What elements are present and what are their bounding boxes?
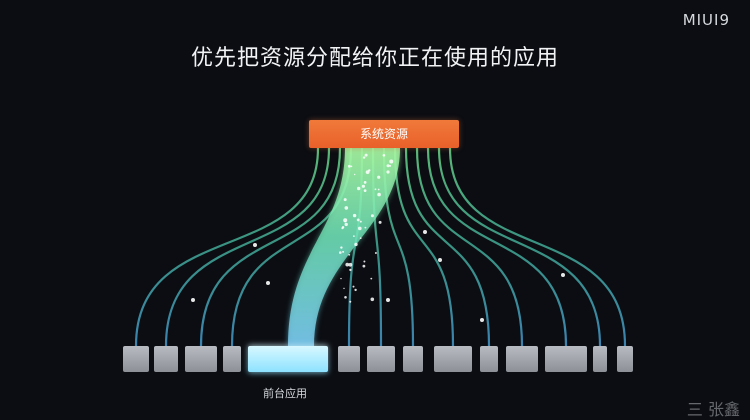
foreground-app-box	[248, 346, 328, 372]
particle	[561, 273, 565, 277]
particle	[343, 198, 347, 202]
particle	[354, 242, 358, 247]
watermark: 三 张鑫	[686, 400, 740, 419]
background-app-box	[223, 346, 241, 372]
background-app-box	[185, 346, 217, 372]
background-app-box	[123, 346, 149, 372]
particle	[352, 213, 357, 218]
particle	[343, 287, 345, 290]
background-app-box	[617, 346, 633, 372]
app-row	[123, 345, 633, 373]
resource-line	[164, 147, 331, 347]
particle	[340, 277, 342, 280]
particle	[354, 288, 357, 292]
particle	[352, 285, 355, 288]
particle	[358, 226, 362, 231]
particle	[353, 235, 355, 238]
background-app-box	[403, 346, 423, 372]
particle	[339, 251, 342, 254]
particle	[348, 253, 351, 256]
particle	[344, 222, 348, 227]
particle	[344, 296, 347, 299]
particle	[253, 243, 257, 247]
particle	[377, 188, 380, 191]
foreground-stream	[288, 148, 400, 346]
particle	[266, 281, 270, 285]
particle	[361, 184, 365, 188]
background-app-box	[545, 346, 587, 372]
particle	[363, 260, 366, 263]
particle	[345, 262, 350, 267]
particle	[370, 277, 373, 280]
particle	[348, 262, 353, 267]
particle	[363, 189, 367, 193]
particle	[359, 237, 362, 240]
particle	[344, 206, 349, 210]
particle	[357, 186, 361, 191]
background-app-box	[367, 346, 395, 372]
particle	[386, 170, 390, 174]
resource-line	[404, 147, 491, 347]
stream-band	[288, 148, 400, 346]
particle	[340, 246, 343, 249]
particle	[438, 258, 442, 262]
particle	[423, 230, 427, 234]
particle	[349, 268, 352, 272]
resource-line	[448, 147, 627, 347]
particle	[362, 156, 366, 159]
background-app-box	[434, 346, 472, 372]
resource-line	[199, 147, 342, 347]
background-app-box	[593, 346, 607, 372]
particle	[359, 220, 362, 223]
particle	[378, 220, 382, 224]
resource-line	[426, 147, 568, 347]
resource-lines	[134, 147, 627, 347]
particle	[480, 318, 484, 322]
particle	[364, 153, 368, 157]
particle	[389, 164, 392, 167]
background-app-box	[338, 346, 360, 372]
resource-line	[134, 147, 320, 347]
particle	[386, 164, 390, 168]
resource-line	[393, 147, 455, 347]
background-app-box	[506, 346, 538, 372]
background-app-box	[480, 346, 498, 372]
particle	[377, 192, 381, 197]
resource-line	[437, 147, 602, 347]
particle	[341, 226, 345, 229]
particle	[370, 297, 375, 302]
particles	[191, 153, 565, 322]
particle	[377, 175, 381, 179]
slide-title: 优先把资源分配给你正在使用的应用	[190, 46, 559, 71]
foreground-app-label: 前台应用	[263, 387, 307, 400]
particle	[342, 250, 345, 253]
particle	[362, 264, 366, 268]
miui-logo: MIUI9	[682, 11, 730, 29]
particle	[349, 300, 352, 303]
particle	[389, 159, 394, 164]
particle	[356, 218, 360, 222]
particle	[347, 164, 351, 168]
particle	[386, 298, 390, 302]
particle	[354, 173, 356, 176]
particle	[364, 226, 367, 229]
particle	[350, 165, 353, 168]
background-app-box	[154, 346, 178, 372]
particle	[363, 181, 367, 184]
particle	[382, 154, 386, 157]
particle	[374, 188, 377, 191]
system-resource-block: 系统资源	[309, 120, 459, 148]
particle	[191, 298, 195, 302]
particle	[368, 169, 371, 172]
resource-line	[415, 147, 524, 347]
particle	[370, 214, 374, 218]
particle	[343, 218, 348, 223]
particle	[374, 252, 377, 254]
